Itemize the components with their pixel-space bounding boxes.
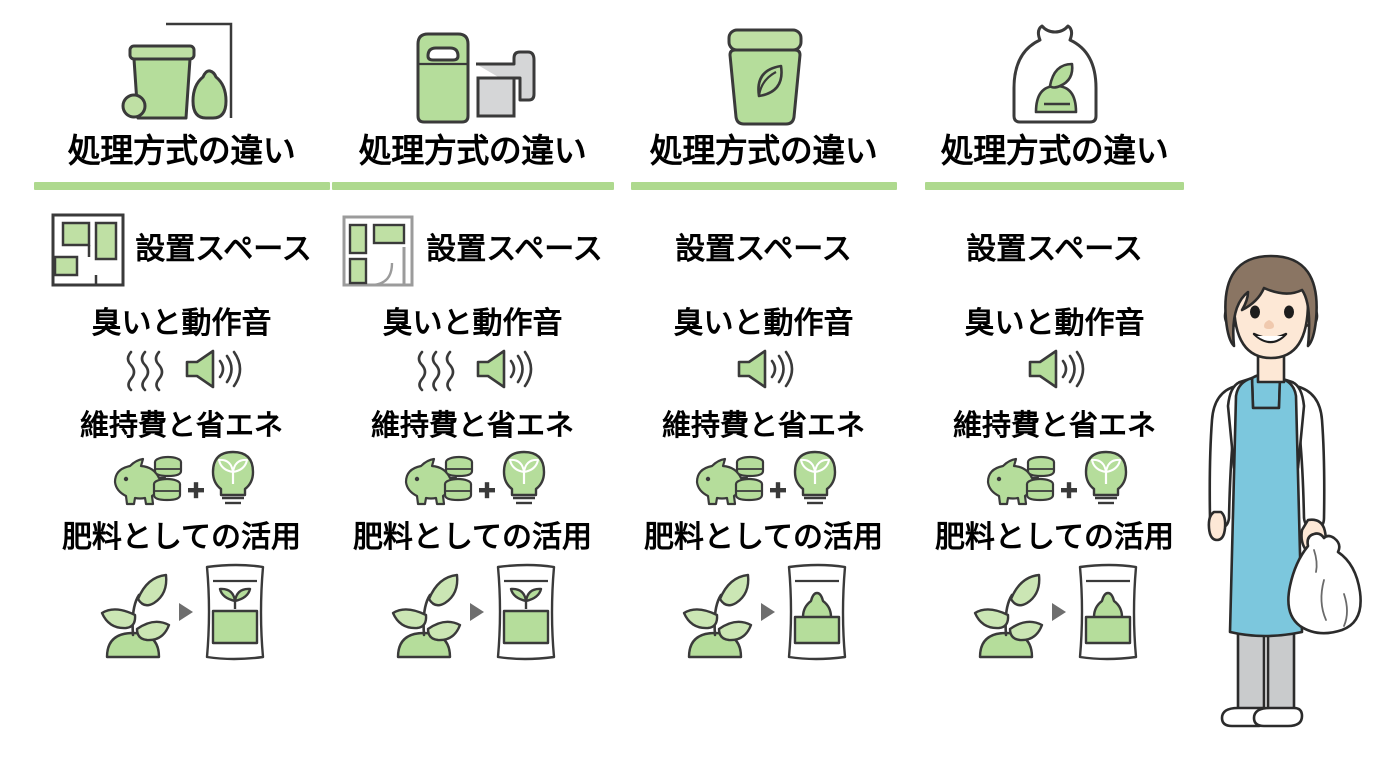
row-fertilizer-use: 肥料としての活用 — [618, 522, 909, 664]
row-odor-and-noise: 臭いと動作音 — [36, 308, 327, 394]
row-label-fertilizer-use: 肥料としての活用 — [61, 520, 302, 554]
plus-sign — [769, 481, 786, 498]
trash-bin-and-garbage-bag-icon — [107, 14, 257, 132]
piggy-bank-coins-plus-eco-bulb-icon — [986, 450, 1127, 505]
speaker-icon — [737, 349, 793, 389]
green-waste-container-and-grey-machine-icon — [398, 14, 548, 132]
row-label-installation-space: 設置スペース — [426, 232, 603, 266]
plus-sign — [478, 481, 495, 498]
comparison-column-2: 処理方式の違い 設置スペース 臭いと動作音 — [327, 14, 618, 754]
odor-waves-icon — [126, 350, 163, 392]
comparison-column-4: 処理方式の違い 設置スペース 臭いと動作音 — [909, 14, 1200, 754]
sprout-arrow-fertilizer-bag-icon — [100, 563, 264, 661]
piggy-bank-coins-plus-eco-bulb-icon — [695, 450, 836, 505]
arrow-right-icon — [760, 603, 775, 622]
floor-plan-door-icon — [342, 215, 414, 287]
comparison-column-3: 処理方式の違い 設置スペース 臭いと動作音 — [618, 14, 909, 754]
row-label-odor-and-noise: 臭いと動作音 — [382, 306, 563, 340]
column-header-title: 処理方式の違い — [649, 132, 878, 169]
woman-in-apron-holding-plastic-bag-illustration — [1196, 250, 1372, 750]
row-running-cost-and-energy: 維持費と省エネ — [618, 411, 909, 507]
row-odor-and-noise: 臭いと動作音 — [327, 308, 618, 394]
speaker-icon — [1028, 349, 1084, 389]
row-label-fertilizer-use: 肥料としての活用 — [934, 520, 1175, 554]
row-label-running-cost: 維持費と省エネ — [370, 410, 574, 443]
arrow-right-icon — [469, 603, 484, 622]
row-installation-space: 設置スペース — [36, 208, 327, 292]
comparison-column-1: 処理方式の違い 設置スペース 臭いと動作音 — [33, 14, 330, 754]
plus-sign — [187, 481, 204, 498]
header-divider — [630, 181, 897, 190]
row-label-odor-and-noise: 臭いと動作音 — [673, 306, 854, 340]
compost-bag-icon — [980, 14, 1130, 132]
arrow-right-icon — [1051, 603, 1066, 622]
row-installation-space: 設置スペース — [618, 208, 909, 292]
row-running-cost-and-energy: 維持費と省エネ — [909, 411, 1200, 507]
face-features — [1250, 305, 1294, 344]
odor-waves-icon — [417, 350, 454, 392]
comparison-columns: 処理方式の違い 設置スペース 臭いと動作音 — [33, 14, 1202, 754]
row-label-fertilizer-use: 肥料としての活用 — [352, 520, 593, 554]
row-fertilizer-use: 肥料としての活用 — [909, 522, 1200, 664]
sprout-arrow-fertilizer-bag-icon — [973, 563, 1137, 661]
row-label-running-cost: 維持費と省エネ — [952, 410, 1156, 443]
row-odor-and-noise: 臭いと動作音 — [909, 308, 1200, 394]
row-running-cost-and-energy: 維持費と省エネ — [327, 411, 618, 507]
row-label-installation-space: 設置スペース — [135, 232, 312, 266]
row-label-running-cost: 維持費と省エネ — [79, 410, 283, 443]
row-label-fertilizer-use: 肥料としての活用 — [643, 520, 884, 554]
row-label-installation-space: 設置スペース — [966, 232, 1143, 266]
row-label-running-cost: 維持費と省エネ — [661, 410, 865, 443]
arrow-right-icon — [178, 603, 193, 622]
floor-plan-rooms-icon — [51, 213, 125, 287]
plus-sign — [1060, 481, 1077, 498]
row-installation-space: 設置スペース — [909, 208, 1200, 292]
sprout-arrow-fertilizer-bag-icon — [391, 563, 555, 661]
row-label-odor-and-noise: 臭いと動作音 — [964, 306, 1145, 340]
piggy-bank-coins-plus-eco-bulb-icon — [113, 450, 254, 505]
row-label-installation-space: 設置スペース — [675, 232, 852, 266]
column-header-title: 処理方式の違い — [940, 132, 1169, 169]
header-divider — [925, 181, 1184, 190]
row-fertilizer-use: 肥料としての活用 — [327, 522, 618, 664]
piggy-bank-coins-plus-eco-bulb-icon — [404, 450, 545, 505]
sprout-arrow-fertilizer-bag-icon — [682, 563, 846, 661]
green-bin-with-leaf-icon — [689, 14, 839, 132]
row-installation-space: 設置スペース — [327, 208, 618, 292]
speaker-icon — [476, 349, 532, 389]
row-fertilizer-use: 肥料としての活用 — [36, 522, 327, 664]
header-divider — [331, 181, 614, 190]
row-odor-and-noise: 臭いと動作音 — [618, 308, 909, 394]
speaker-icon — [185, 349, 241, 389]
row-running-cost-and-energy: 維持費と省エネ — [36, 411, 327, 507]
row-label-odor-and-noise: 臭いと動作音 — [91, 306, 272, 340]
column-header-title: 処理方式の違い — [358, 132, 587, 169]
header-divider — [33, 181, 330, 190]
column-header-title: 処理方式の違い — [67, 132, 296, 169]
